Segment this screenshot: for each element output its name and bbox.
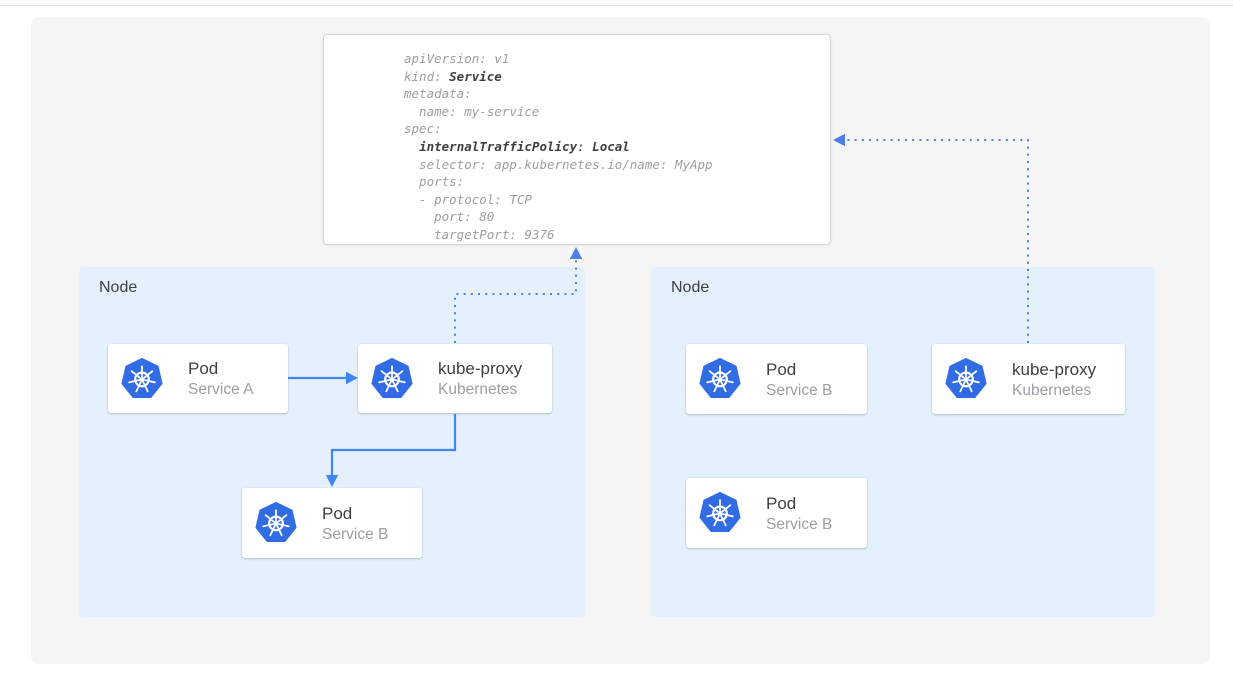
kubernetes-icon (120, 357, 164, 401)
card-title: kube-proxy (1012, 359, 1097, 379)
card-subtitle: Service A (188, 381, 254, 398)
node-left: Node (79, 267, 585, 617)
top-divider (0, 5, 1233, 6)
card-subtitle: Kubernetes (438, 381, 518, 398)
card-subtitle: Service B (766, 381, 833, 399)
yaml-line: kind: Service (404, 68, 502, 84)
yaml-line: metadata: (404, 86, 472, 102)
kubernetes-icon (698, 491, 742, 535)
kubernetes-icon (254, 501, 298, 545)
card-kube-proxy-left: kube-proxy Kubernetes (358, 344, 552, 413)
card-pod-service-b-right-bottom: Pod Service B (686, 478, 867, 548)
yaml-line: name: my-service (404, 103, 540, 119)
card-title: kube-proxy (438, 359, 523, 378)
node-label: Node (99, 279, 138, 296)
card-subtitle: Service B (322, 525, 389, 543)
card-pod-service-b-left: Pod Service B (242, 488, 422, 558)
yaml-line: internalTrafficPolicy: Local (419, 138, 630, 154)
card-title: Pod (322, 503, 353, 523)
kubernetes-icon (698, 357, 742, 401)
yaml-line: port: 80 (404, 209, 495, 225)
yaml-line: - protocol: TCP (404, 191, 532, 207)
kubernetes-icon (370, 357, 414, 401)
yaml-line: selector: app.kubernetes.io/name: MyApp (404, 156, 713, 172)
node-label: Node (671, 279, 710, 296)
card-subtitle: Kubernetes (1012, 381, 1092, 399)
yaml-line: targetPort: 9376 (404, 226, 555, 242)
card-kube-proxy-right: kube-proxy Kubernetes (932, 344, 1125, 414)
yaml-config-box: apiVersion: v1 kind: Service metadata: n… (323, 34, 831, 245)
card-title: Pod (766, 493, 797, 513)
card-title: Pod (188, 359, 219, 378)
node-right: Node (651, 267, 1155, 617)
card-title: Pod (766, 359, 797, 379)
card-subtitle: Service B (766, 515, 833, 533)
yaml-line: ports: (404, 174, 465, 190)
yaml-line: spec: (404, 121, 442, 137)
card-pod-service-b-right-top: Pod Service B (686, 344, 867, 414)
card-pod-service-a: Pod Service A (108, 344, 288, 413)
kubernetes-icon (944, 357, 988, 401)
yaml-line: apiVersion: v1 (404, 51, 510, 66)
